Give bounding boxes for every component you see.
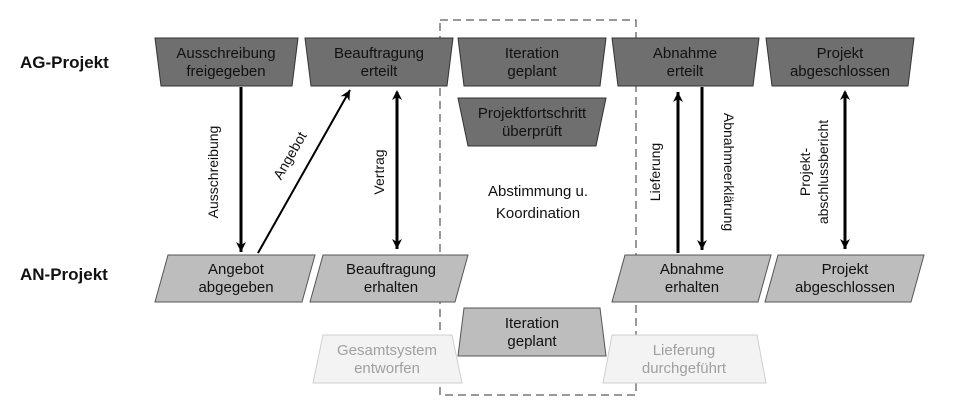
ag-project-label: AG-Projekt [20, 53, 109, 72]
svg-text:freigegeben: freigegeben [186, 63, 265, 80]
an-gate-acceptance-received: Abnahme erhalten [611, 254, 772, 303]
coordination-region [439, 19, 637, 396]
coordination-label-line1: Abstimmung u. [488, 183, 588, 200]
coordination-label-line2: Koordination [496, 205, 580, 222]
ag-gate-iteration-planned: Iteration geplant [457, 37, 607, 87]
an-gate-iteration-planned: Iteration geplant [457, 307, 607, 357]
ag-gate-acceptance-granted: Abnahme erteilt [611, 37, 760, 87]
svg-text:Beauftragung: Beauftragung [334, 45, 424, 62]
arrow-contract: Vertrag [371, 90, 402, 249]
arrow-offer: Angebot [257, 89, 351, 254]
svg-text:Ausschreibung: Ausschreibung [205, 126, 221, 219]
svg-text:Projekt: Projekt [817, 45, 865, 62]
faint-gate-system-designed: Gesamtsystem entworfen [312, 334, 463, 384]
svg-text:durchgeführt: durchgeführt [642, 360, 727, 377]
an-gate-offer-submitted: Angebot abgegeben [154, 254, 316, 303]
svg-text:Iteration: Iteration [505, 315, 559, 332]
arrow-delivery: Lieferung [647, 92, 683, 253]
svg-text:abschlussbericht: abschlussbericht [815, 120, 831, 224]
svg-text:Lieferung: Lieferung [653, 342, 716, 359]
an-project-label: AN-Projekt [20, 265, 108, 284]
svg-text:Iteration: Iteration [505, 45, 559, 62]
arrow-tender: Ausschreibung [205, 87, 246, 252]
ag-gate-project-completed: Projekt abgeschlossen [765, 37, 915, 87]
svg-text:geplant: geplant [507, 63, 557, 80]
svg-text:Abnahme: Abnahme [653, 45, 717, 62]
arrow-acceptance-declaration: Abnahmeerklärung [697, 87, 737, 250]
svg-text:Angebot: Angebot [208, 261, 265, 278]
svg-text:erteilt: erteilt [361, 63, 399, 80]
svg-text:Ausschreibung: Ausschreibung [176, 45, 275, 62]
progress-reviewed-gate: Projektfortschritt überprüft [457, 97, 607, 147]
svg-text:Abnahmeerklärung: Abnahmeerklärung [721, 113, 737, 231]
svg-text:Angebot: Angebot [270, 129, 310, 182]
svg-text:Beauftragung: Beauftragung [346, 261, 436, 278]
svg-text:erhalten: erhalten [364, 279, 418, 296]
an-gate-project-completed: Projekt abgeschlossen [764, 254, 925, 303]
svg-text:Gesamtsystem: Gesamtsystem [337, 342, 437, 359]
ag-gate-contract-awarded: Beauftragung erteilt [304, 37, 454, 87]
svg-text:Lieferung: Lieferung [647, 143, 663, 201]
svg-text:abgegeben: abgegeben [198, 279, 273, 296]
svg-text:Projekt: Projekt [822, 261, 870, 278]
svg-text:erteilt: erteilt [667, 63, 705, 80]
svg-text:abgeschlossen: abgeschlossen [795, 279, 895, 296]
svg-text:Projektfortschritt: Projektfortschritt [478, 105, 587, 122]
svg-text:entworfen: entworfen [354, 360, 420, 377]
faint-gate-delivery-done: Lieferung durchgeführt [602, 334, 767, 384]
ag-gate-tender-released: Ausschreibung freigegeben [154, 37, 299, 87]
svg-text:geplant: geplant [507, 333, 557, 350]
svg-text:Vertrag: Vertrag [371, 149, 387, 194]
svg-text:erhalten: erhalten [665, 279, 719, 296]
svg-text:abgeschlossen: abgeschlossen [790, 63, 890, 80]
svg-text:Abnahme: Abnahme [660, 261, 724, 278]
svg-text:überprüft: überprüft [502, 123, 563, 140]
arrow-completion-report: Projekt- abschlussbericht [797, 90, 850, 249]
an-gate-contract-received: Beauftragung erhalten [309, 254, 469, 303]
svg-text:Projekt-: Projekt- [797, 148, 813, 197]
